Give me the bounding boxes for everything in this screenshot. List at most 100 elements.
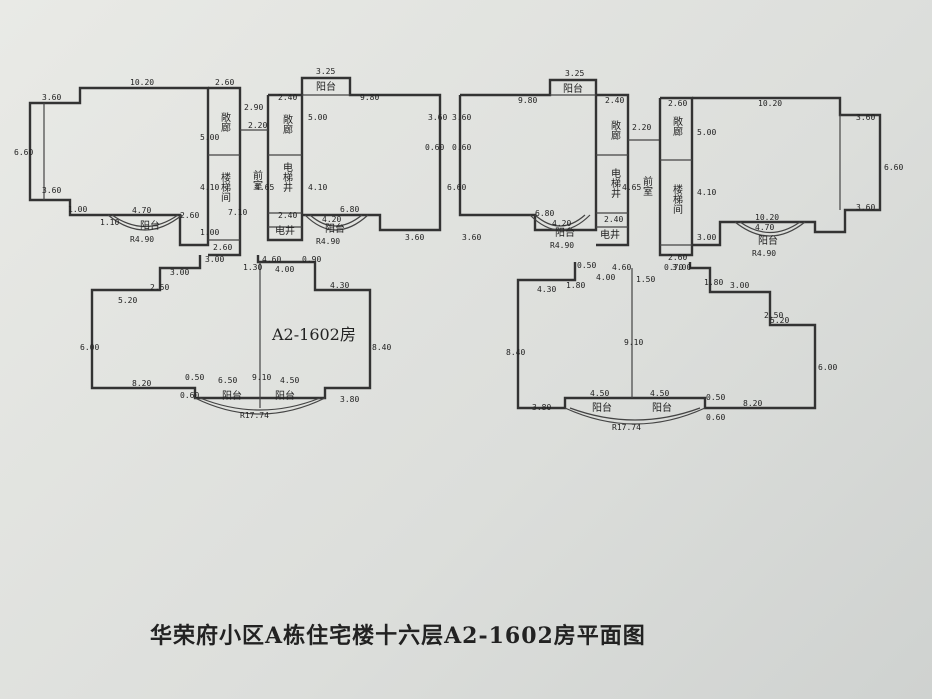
left-upper-wing [28, 86, 242, 257]
dim-right-notch-bottom: 3.60 [856, 203, 875, 212]
dim-balcony-top-w-right: 3.25 [565, 69, 584, 78]
dim-left-stair-h: 4.10 [200, 183, 219, 192]
dim-right-stair-offset: 3.00 [697, 233, 716, 242]
label-elevator-center-right: 电梯井 [609, 167, 621, 199]
label-front-room-right: 前室 [641, 175, 653, 196]
right-lower-apartment [516, 262, 817, 425]
dim-right-height: 6.60 [884, 163, 903, 172]
dim-lower-left-4-60: 4.60 [262, 255, 281, 264]
dim-lower-left-8-40: 8.40 [372, 343, 391, 352]
dim-lower-left-step: 3.00 [170, 268, 189, 277]
dim-lower-right-5-20: 5.20 [770, 316, 789, 325]
dim-lower-left-3-80: 3.80 [340, 395, 359, 404]
dim-center-left-offset: 0.60 [425, 143, 444, 152]
label-balcony-right: 阳台 [758, 234, 778, 247]
label-balcony-top-right: 阳台 [563, 82, 583, 95]
dim-core-elevator-h: 4.10 [308, 183, 327, 192]
label-corridor-left: 敞廊 [219, 111, 231, 133]
dim-core-width-top-right: 2.40 [605, 96, 624, 105]
dim-lower-right-4-50: 4.50 [590, 389, 609, 398]
dim-left-height: 6.60 [14, 148, 33, 157]
dim-center-left-bottom: 3.60 [405, 233, 424, 242]
dim-lower-right-0-50-b: 0.50 [706, 393, 725, 402]
right-upper-wing [658, 96, 882, 257]
dim-lower-left-0-50: 0.50 [185, 373, 204, 382]
dim-left-step: 1.00 [68, 205, 87, 214]
dim-right-stair-bottom: 2.60 [668, 253, 687, 262]
dim-lower-right-8-20: 8.20 [743, 399, 762, 408]
dim-lower-left-top-step: 3.00 [205, 255, 224, 264]
dim-left-corridor-h: 5.00 [200, 133, 219, 142]
dim-left-front-room-w: 2.20 [248, 121, 267, 130]
dim-front-room-right-w: 2.20 [632, 123, 651, 132]
dim-left-balcony-depth: 1.10 [100, 218, 119, 227]
dim-left-balcony-width: 4.70 [132, 206, 151, 215]
dim-right-balcony-w: 4.70 [755, 223, 774, 232]
center-left-core [240, 76, 442, 242]
dim-lower-right-4-30: 4.30 [537, 285, 556, 294]
dim-lower-right-4-50-b: 4.50 [650, 389, 669, 398]
label-corridor-right: 敞廊 [671, 115, 683, 137]
dim-lower-right-2-50: 2.50 [764, 311, 783, 320]
dim-core-h: 5.00 [308, 113, 327, 122]
dim-balcony-top-w: 3.25 [316, 67, 335, 76]
dim-lower-right-3-00: 3.00 [730, 281, 749, 290]
dim-lower-left-4-50: 4.50 [280, 376, 299, 385]
dim-left-front-room-h: 2.90 [244, 103, 263, 112]
dim-left-front-room-depth: 4.65 [255, 183, 274, 192]
dim-lower-right-9-10: 9.10 [624, 338, 643, 347]
dim-lower-left-1-30: 1.30 [243, 263, 262, 272]
dim-center-right-balcony: 4.20 [552, 219, 571, 228]
dim-left-balcony-side: 2.60 [180, 211, 199, 220]
dim-center-right-h: 6.60 [447, 183, 466, 192]
dim-lower-left-radius: R17.74 [240, 411, 269, 420]
dim-lower-left-4-00: 4.00 [275, 265, 294, 274]
center-right-room [458, 78, 660, 247]
dim-left-stair-offset: 1.00 [200, 228, 219, 237]
dim-center-right-top: 9.80 [518, 96, 537, 105]
dim-lower-right-4-00: 4.00 [596, 273, 615, 282]
dim-left-stair-bottom: 2.60 [213, 243, 232, 252]
dim-elec-shaft-w: 2.40 [278, 211, 297, 220]
dim-lower-left-5-20: 5.20 [118, 296, 137, 305]
dim-center-left-balcony: 4.20 [322, 215, 341, 224]
dim-left-notch-bottom: 3.60 [42, 186, 61, 195]
label-balcony-left: 阳台 [140, 219, 160, 232]
dim-lower-right-0-60: 0.60 [706, 413, 725, 422]
dim-center-left-radius: R4.90 [316, 237, 340, 246]
dim-left-balcony-radius: R4.90 [130, 235, 154, 244]
dim-center-left-6-80: 6.80 [340, 205, 359, 214]
label-balcony-center-left: 阳台 [325, 222, 345, 235]
label-corridor-center-right: 敞廊 [609, 119, 621, 141]
dim-core-width-top: 2.40 [278, 93, 297, 102]
dim-right-corridor-h: 5.00 [697, 128, 716, 137]
label-balcony-lower-right-b: 阳台 [652, 401, 672, 414]
dim-lower-right-1-80: 1.80 [566, 281, 585, 290]
label-stairwell-right: 楼梯间 [671, 183, 683, 215]
label-balcony-lower-right-a: 阳台 [592, 401, 612, 414]
dim-center-right-radius: R4.90 [550, 241, 574, 250]
label-balcony-lower-left-a: 阳台 [222, 389, 242, 402]
label-balcony-top-left: 阳台 [316, 80, 336, 93]
dim-lower-left-6-50: 6.50 [218, 376, 237, 385]
dim-left-top-width: 10.20 [130, 78, 154, 87]
label-elec-shaft-left: 电井 [275, 224, 295, 237]
dim-center-left-top: 9.80 [360, 93, 379, 102]
plan-caption: 华荣府小区A栋住宅楼十六层A2-1602房平面图 [150, 623, 646, 649]
dim-center-right-bottom: 3.60 [462, 233, 481, 242]
dim-lower-left-9-10: 9.10 [252, 373, 271, 382]
label-corridor-center-left: 敞廊 [281, 113, 293, 135]
dim-lower-right-6-00: 6.00 [818, 363, 837, 372]
dim-elec-shaft-w-right: 2.40 [604, 215, 623, 224]
dim-right-balcony-span: 10.20 [755, 213, 779, 222]
dim-lower-left-2-50: 2.50 [150, 283, 169, 292]
dim-lower-left-4-30: 4.30 [330, 281, 349, 290]
label-stairwell-left: 楼梯间 [219, 171, 231, 203]
dim-right-corridor-width: 2.60 [668, 99, 687, 108]
dim-center-left-right-h: 3.60 [428, 113, 447, 122]
dim-lower-left-8-20: 8.20 [132, 379, 151, 388]
left-lower-apartment [90, 255, 372, 415]
label-front-room-left: 前室 [251, 169, 263, 190]
dim-lower-right-3-80: 3.80 [532, 403, 551, 412]
